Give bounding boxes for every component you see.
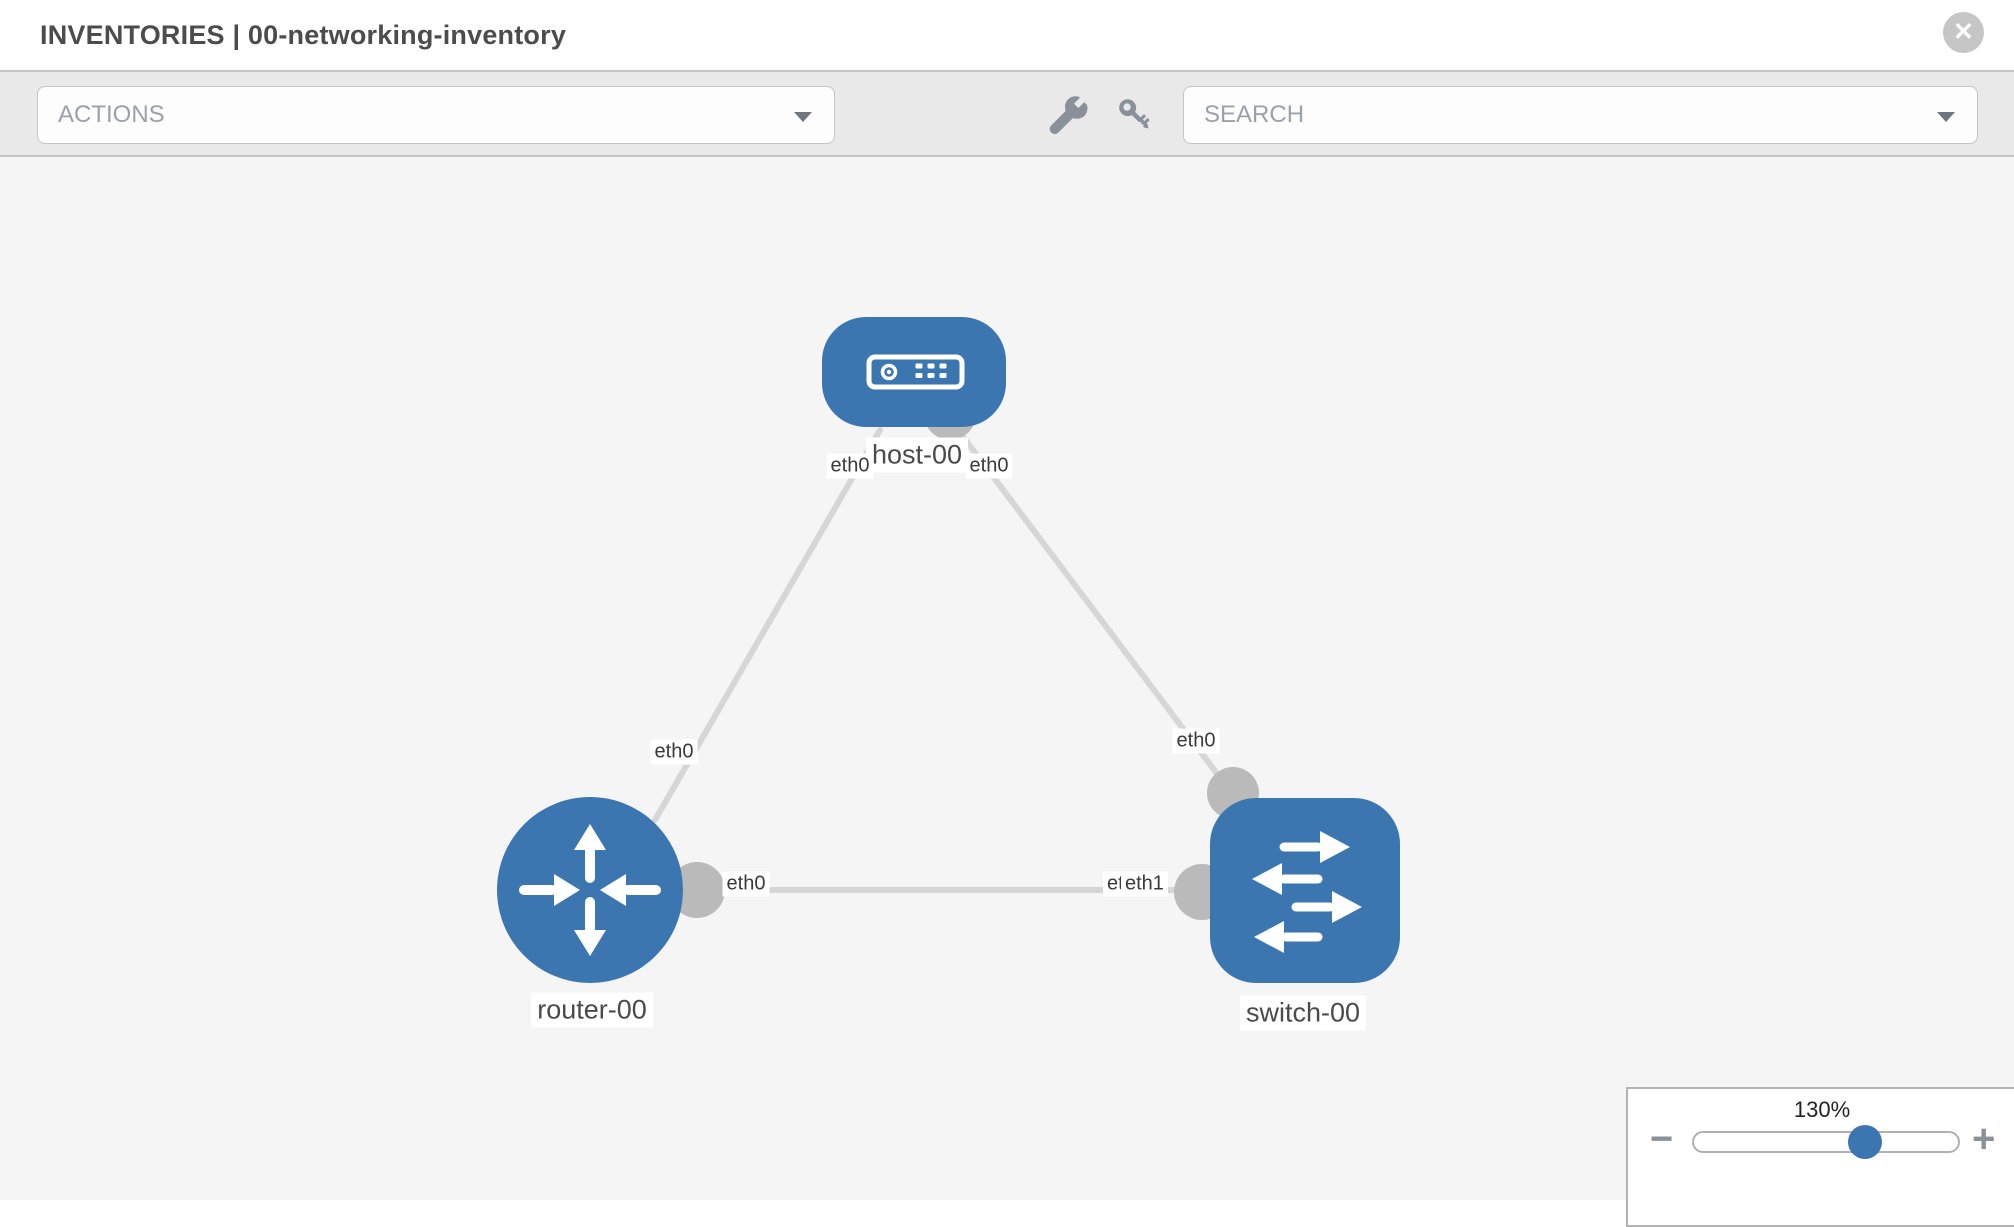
toolbar: ACTIONS SEARCH	[0, 70, 2014, 157]
close-icon[interactable]: ✕	[1943, 12, 1984, 53]
actions-select-label: ACTIONS	[58, 101, 165, 128]
node-host-00[interactable]	[822, 317, 1006, 427]
wrench-icon[interactable]	[1046, 94, 1088, 136]
node-label-router: router-00	[531, 992, 653, 1028]
router-icon	[519, 824, 661, 956]
panel-header: INVENTORIES | 00-networking-inventory ✕	[0, 0, 2014, 70]
zoom-control-panel: 130% − +	[1626, 1087, 2014, 1227]
zoom-slider-track[interactable]	[1692, 1131, 1960, 1153]
search-select-label: SEARCH	[1204, 101, 1305, 128]
zoom-in-plus-icon[interactable]: +	[1972, 1117, 1996, 1161]
iface-label-router-switch-routerside: eth0	[722, 871, 770, 897]
actions-select[interactable]: ACTIONS	[37, 86, 835, 144]
page-title: INVENTORIES | 00-networking-inventory	[40, 20, 567, 50]
iface-label-host-router-hostside: eth0	[826, 453, 874, 479]
connector-router-eth0[interactable]	[669, 862, 725, 918]
zoom-slider-handle[interactable]	[1848, 1125, 1882, 1159]
topology-canvas[interactable]	[0, 157, 2014, 1200]
zoom-percentage: 130%	[1793, 1097, 1851, 1122]
search-select[interactable]: SEARCH	[1183, 86, 1978, 144]
switch-icon	[1252, 831, 1362, 953]
topology-svg	[497, 317, 1400, 983]
chevron-down-icon	[794, 112, 812, 122]
host-icon	[866, 354, 965, 390]
chevron-down-icon	[1937, 112, 1955, 122]
key-icon[interactable]	[1114, 94, 1156, 136]
iface-label-router-switch-switchside: eth1	[1121, 871, 1168, 897]
zoom-out-minus-icon[interactable]: −	[1650, 1117, 1674, 1161]
node-router-00[interactable]	[497, 797, 683, 983]
iface-label-host-switch-hostside: eth0	[965, 453, 1013, 479]
node-label-switch: switch-00	[1239, 995, 1367, 1031]
node-label-host: host-00	[865, 437, 969, 473]
node-switch-00[interactable]	[1210, 798, 1400, 983]
iface-label-host-switch-switchside: eth0	[1172, 728, 1220, 754]
iface-label-host-router-routerside: eth0	[650, 739, 698, 765]
